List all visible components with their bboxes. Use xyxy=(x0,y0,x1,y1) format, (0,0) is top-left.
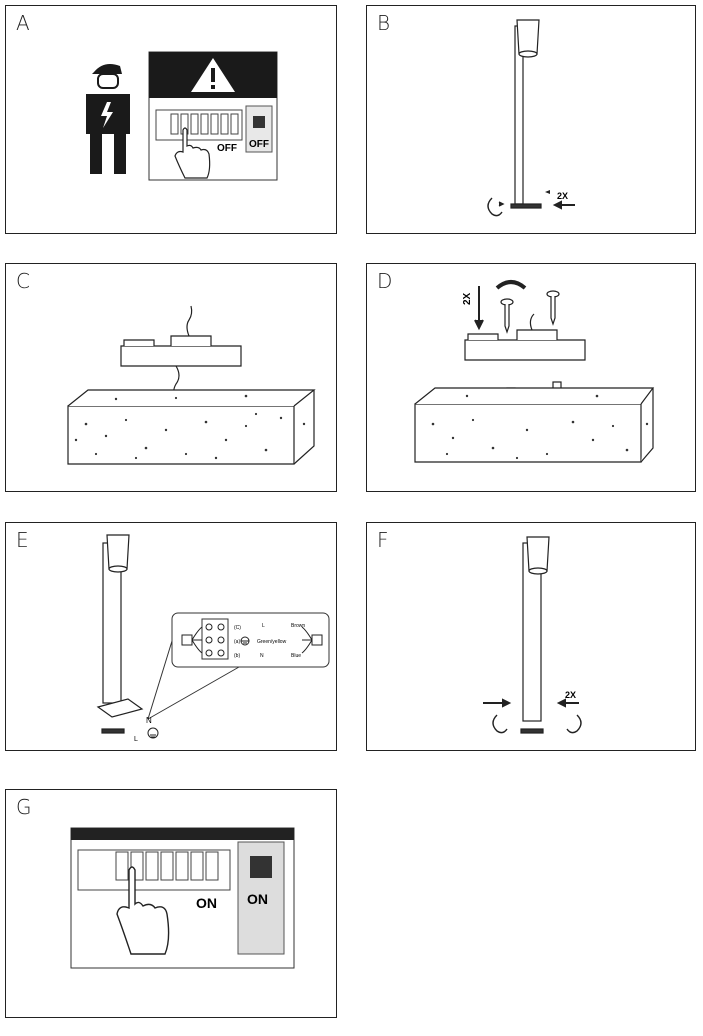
direction-arrow xyxy=(556,698,579,708)
switch-state-label: ON xyxy=(247,891,268,907)
quantity-label: 2X xyxy=(565,690,576,700)
warning-icon xyxy=(191,58,235,92)
step-letter: E xyxy=(16,528,29,552)
step-letter: G xyxy=(16,795,32,819)
step-letter: A xyxy=(16,11,30,35)
step-d-panel: D 2X xyxy=(366,263,696,492)
step-g-panel: G ON ON xyxy=(5,789,337,1018)
rotate-arrow-icon xyxy=(492,714,582,734)
step-b-panel: B 2X xyxy=(366,5,696,234)
wire-code: (b) xyxy=(234,653,240,659)
bollard-lamp xyxy=(96,534,144,734)
wire-terminal: L xyxy=(262,623,265,629)
step-letter: C xyxy=(16,269,30,293)
step-f-panel: F 2X xyxy=(366,522,696,751)
screw-icon xyxy=(500,290,560,334)
power-on-illustration: ON ON xyxy=(70,827,295,969)
screw-fixing-illustration: 2X xyxy=(414,280,655,463)
hand-icon xyxy=(116,866,170,955)
mounting-base xyxy=(120,305,242,405)
breaker-state-label: OFF xyxy=(217,143,237,154)
fuse-box xyxy=(70,827,295,969)
switch-state-label: OFF xyxy=(249,139,269,150)
power-off-illustration: OFF OFF xyxy=(86,51,278,181)
callout-lines xyxy=(147,640,247,720)
breaker-state-label: ON xyxy=(196,895,217,911)
wiring-detail-box xyxy=(171,612,330,668)
wiring-illustration: N L (C) L Brown (a) Green/yellow (b) N B… xyxy=(96,534,330,743)
hand-icon xyxy=(174,127,211,179)
wire-code: (a) xyxy=(234,639,240,645)
concrete-speckles xyxy=(74,394,306,460)
mounting-base xyxy=(464,313,586,361)
quantity-label: 2X xyxy=(462,292,473,305)
wire-color: Blue xyxy=(291,653,301,659)
concrete-block xyxy=(414,387,655,463)
step-c-panel: C xyxy=(5,263,337,492)
rotate-arrow-icon xyxy=(487,197,505,217)
bollard-lamp xyxy=(520,536,550,734)
bollard-unscrew-illustration: 2X xyxy=(487,19,575,217)
step-a-panel: A xyxy=(5,5,337,234)
base-placement-illustration xyxy=(67,305,316,465)
callout-l-label: L xyxy=(134,736,138,743)
wire-code: (C) xyxy=(234,625,241,631)
bollard-lamp xyxy=(510,19,542,209)
concrete-block xyxy=(67,389,316,465)
callout-n-label: N xyxy=(146,716,152,725)
electrician-icon xyxy=(86,64,130,174)
step-e-panel: E N L (C) L Brown (a xyxy=(5,522,337,751)
quantity-label: 2X xyxy=(557,191,568,201)
wiring-legend: (C) L Brown (a) Green/yellow (b) N Blue xyxy=(234,623,305,659)
wire-color: Brown xyxy=(291,623,305,629)
step-letter: B xyxy=(377,11,391,35)
direction-arrow xyxy=(483,698,512,708)
down-arrow xyxy=(474,286,484,331)
ground-symbol-icon xyxy=(147,727,159,739)
bollard-screw-illustration: 2X xyxy=(483,536,582,734)
step-letter: D xyxy=(377,269,393,293)
direction-arrow xyxy=(552,200,575,210)
fuse-box xyxy=(148,51,278,181)
step-letter: F xyxy=(377,528,389,552)
wire-terminal: N xyxy=(260,653,264,659)
rotate-arrow-icon xyxy=(495,280,527,290)
wire-color: Green/yellow xyxy=(257,639,287,645)
